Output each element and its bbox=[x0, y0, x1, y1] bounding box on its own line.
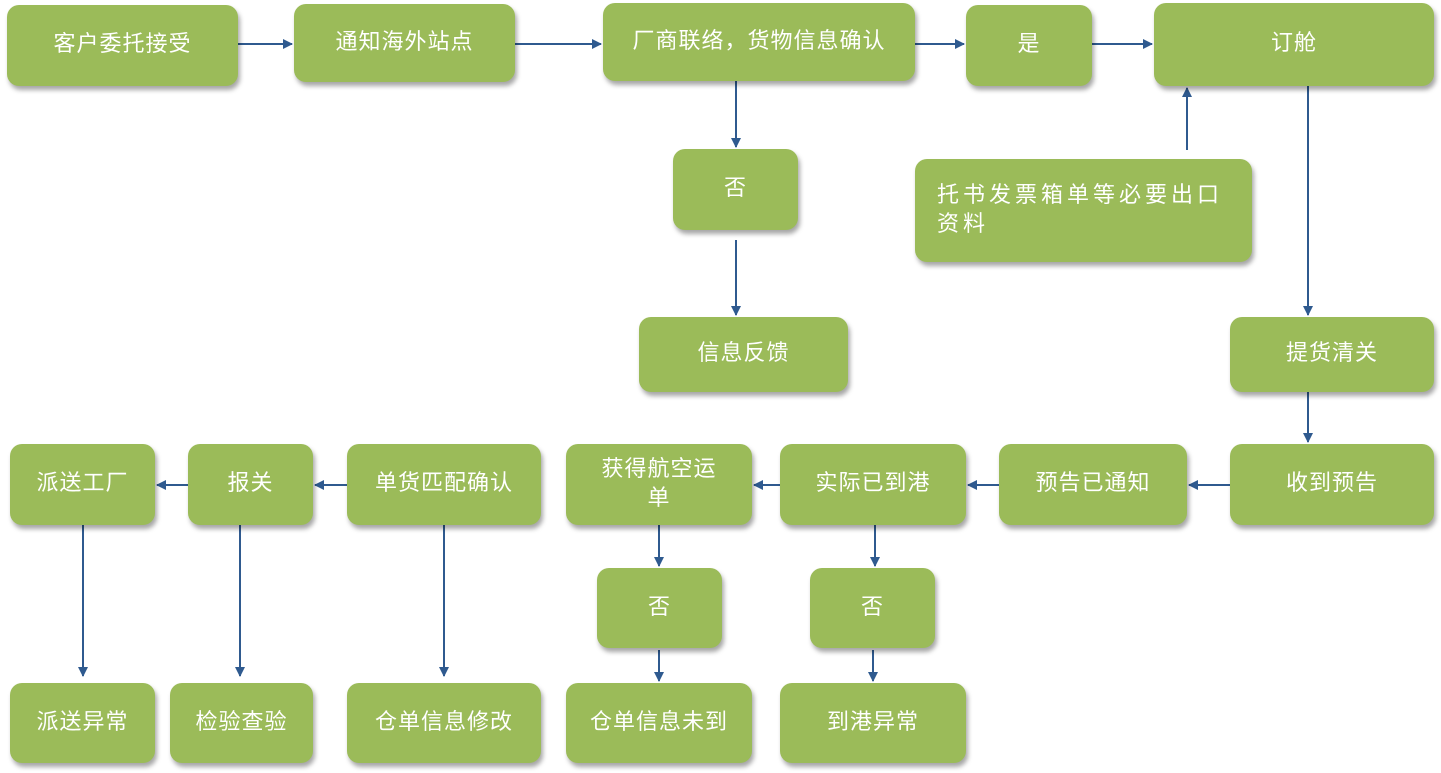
node-label: 仓单信息修改 bbox=[374, 709, 513, 735]
node-label: 获得航空运单 bbox=[601, 456, 717, 511]
node-warehouse-modify: 仓单信息修改 bbox=[347, 683, 541, 763]
node-label: 客户委托接受 bbox=[53, 32, 192, 58]
node-label: 派送工厂 bbox=[36, 471, 129, 497]
node-arrived-port: 实际已到港 bbox=[780, 444, 966, 525]
node-notice-sent: 预告已通知 bbox=[999, 444, 1187, 525]
node-label: 否 bbox=[647, 594, 671, 620]
node-label: 报关 bbox=[227, 471, 274, 497]
node-arrival-exception: 到港异常 bbox=[780, 683, 966, 763]
node-label: 否 bbox=[860, 594, 884, 620]
node-delivery-exception: 派送异常 bbox=[10, 683, 155, 763]
node-label: 否 bbox=[723, 176, 747, 202]
node-label: 收到预告 bbox=[1285, 471, 1378, 497]
node-label: 厂商联络，货物信息确认 bbox=[632, 28, 886, 54]
node-receive-notice: 收到预告 bbox=[1230, 444, 1434, 525]
node-label: 仓单信息未到 bbox=[589, 709, 728, 735]
node-yes: 是 bbox=[966, 5, 1092, 86]
node-label: 派送异常 bbox=[36, 709, 129, 735]
node-info-feedback: 信息反馈 bbox=[639, 317, 848, 392]
node-export-docs: 托书发票箱单等必要出口资料 bbox=[915, 159, 1252, 262]
node-customs-declaration: 报关 bbox=[188, 444, 313, 525]
node-inspection: 检验查验 bbox=[170, 683, 313, 763]
node-no-vendor: 否 bbox=[673, 149, 798, 230]
node-label: 通知海外站点 bbox=[335, 29, 474, 55]
node-booking: 订舱 bbox=[1154, 3, 1434, 86]
node-deliver-factory: 派送工厂 bbox=[10, 444, 155, 525]
node-label: 订舱 bbox=[1270, 31, 1317, 57]
node-label: 托书发票箱单等必要出口资料 bbox=[937, 182, 1224, 237]
node-label: 检验查验 bbox=[195, 709, 288, 735]
node-label: 是 bbox=[1017, 32, 1041, 58]
node-warehouse-missing: 仓单信息未到 bbox=[566, 683, 752, 763]
node-label: 到港异常 bbox=[826, 709, 919, 735]
node-pickup-clearance: 提货清关 bbox=[1230, 317, 1434, 392]
node-get-awb: 获得航空运单 bbox=[566, 444, 752, 525]
node-label: 实际已到港 bbox=[815, 471, 931, 497]
node-label: 信息反馈 bbox=[697, 341, 790, 367]
node-label: 提货清关 bbox=[1285, 341, 1378, 367]
node-customer-commission: 客户委托接受 bbox=[7, 5, 238, 86]
node-vendor-contact: 厂商联络，货物信息确认 bbox=[603, 3, 915, 81]
node-doc-cargo-match: 单货匹配确认 bbox=[347, 444, 541, 525]
node-no-awb: 否 bbox=[597, 568, 722, 648]
node-label: 预告已通知 bbox=[1035, 471, 1151, 497]
node-label: 单货匹配确认 bbox=[374, 471, 513, 497]
node-notify-overseas: 通知海外站点 bbox=[294, 4, 515, 82]
node-no-arrived: 否 bbox=[810, 568, 935, 648]
